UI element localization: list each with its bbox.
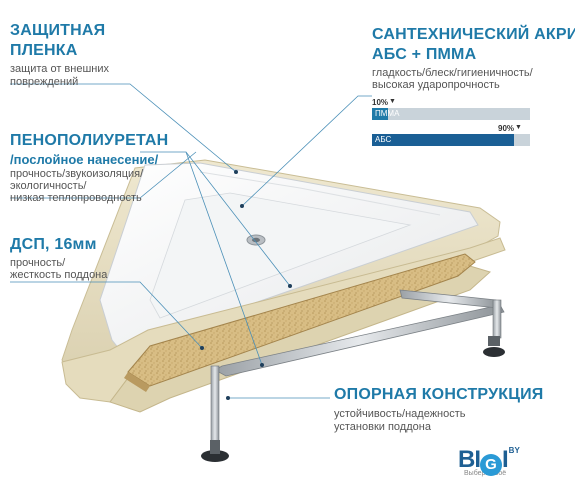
leader-lines xyxy=(10,83,372,399)
polyurethane-desc-line2: экологичность/ xyxy=(10,180,87,192)
acrylic-title-line1: САНТЕХНИЧЕСКИЙ АКРИЛ xyxy=(372,26,575,43)
acrylic-desc-line2: высокая ударопрочность xyxy=(372,79,500,91)
chipboard-desc-line2: жесткость поддона xyxy=(10,269,108,281)
support-desc-line2: установки поддона xyxy=(334,421,431,433)
polyurethane-title: ПЕНОПОЛИУРЕТАН xyxy=(10,132,169,149)
support-desc-line1: устойчивость/надежность xyxy=(334,408,466,420)
polyurethane-desc-line3: низкая теплопроводность xyxy=(10,192,142,204)
chipboard-title: ДСП, 16мм xyxy=(10,236,97,253)
bar-fill-1 xyxy=(372,134,514,146)
logo-suffix: BY xyxy=(508,446,520,455)
bar-percent-1: 90% xyxy=(498,124,515,133)
support-frame xyxy=(201,289,505,462)
leader-dots xyxy=(200,170,292,400)
bar-fill-0 xyxy=(372,108,388,120)
polyurethane-subtitle: /послойное нанесение/ xyxy=(10,152,159,167)
bar-label-1: АБС xyxy=(375,135,392,144)
logo-text-left: BI xyxy=(458,446,481,473)
support-title: ОПОРНАЯ КОНСТРУКЦИЯ xyxy=(334,386,544,403)
protective-film-desc-line2: повреждений xyxy=(10,76,79,88)
protective-film-title-line2: ПЛЕНКА xyxy=(10,42,78,59)
protective-film-title-line1: ЗАЩИТНАЯ xyxy=(10,22,106,39)
bar-percent-0: 10% xyxy=(372,98,389,107)
bar-track-0: ПММА xyxy=(372,108,530,120)
chipboard-desc-line1: прочность/ xyxy=(10,257,66,269)
acrylic-title-line2: АБС + ПММА xyxy=(372,46,477,63)
acrylic-desc-line1: гладкость/блеск/гигиеничность/ xyxy=(372,67,533,79)
logo-g-badge: G xyxy=(480,454,502,476)
bar-marker-icon-1: ▼ xyxy=(515,124,522,131)
bar-track-1: АБС xyxy=(372,134,530,146)
polyurethane-desc-line1: прочность/звукоизоляция/ xyxy=(10,168,144,180)
acrylic-tray xyxy=(99,162,479,351)
protective-film-desc-line1: защита от внешних xyxy=(10,63,109,75)
bar-marker-icon-0: ▼ xyxy=(389,98,396,105)
bar-label-0: ПММА xyxy=(375,109,400,118)
logo-text-right: I xyxy=(502,446,509,473)
chipboard-layer xyxy=(124,253,476,392)
drain-icon xyxy=(246,234,266,246)
